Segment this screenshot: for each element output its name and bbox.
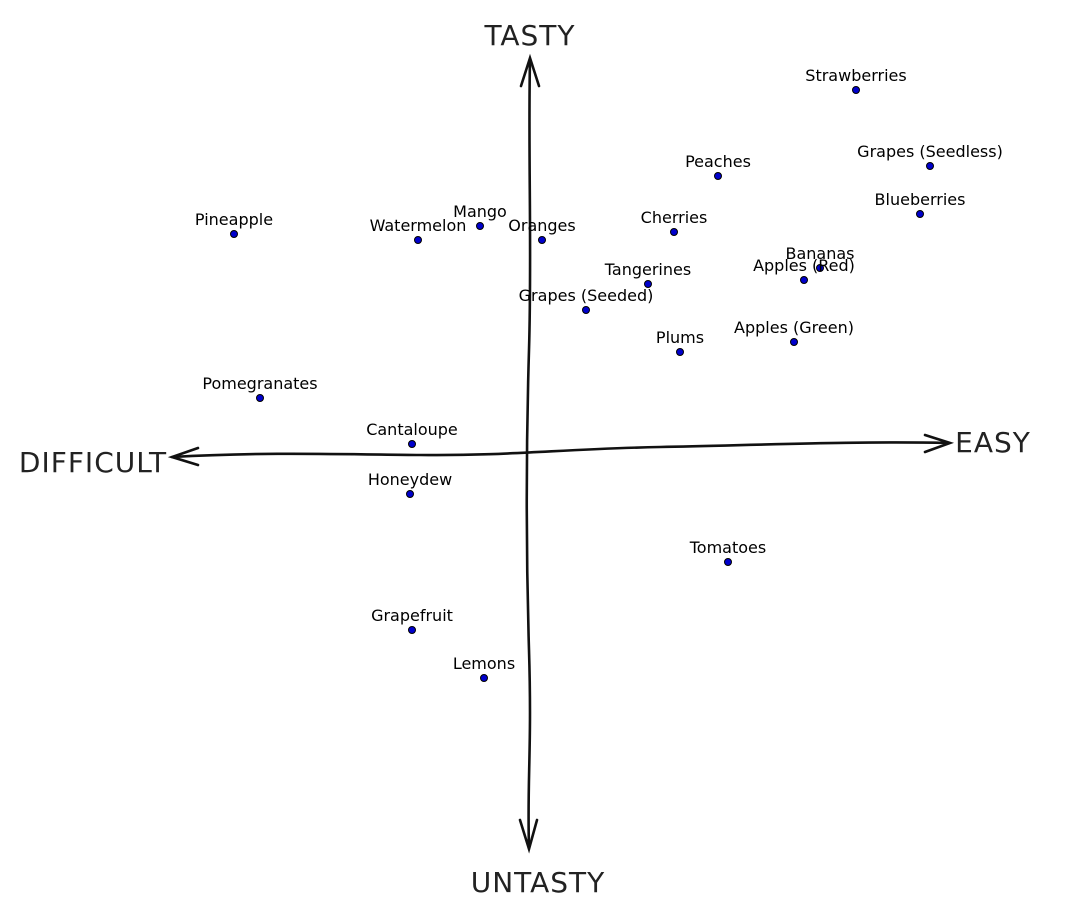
data-label: Honeydew	[368, 470, 452, 489]
data-label: Cherries	[641, 208, 708, 227]
data-label: Apples (Green)	[734, 318, 854, 337]
data-label: Blueberries	[875, 190, 966, 209]
arrow-left-icon	[167, 446, 200, 467]
data-label: Tomatoes	[689, 538, 766, 557]
data-point	[230, 230, 238, 238]
data-point	[676, 348, 684, 356]
data-point	[406, 490, 414, 498]
data-point	[480, 674, 488, 682]
axis-label-bottom: UNTASTY	[471, 866, 606, 899]
axes	[167, 53, 955, 854]
data-label: Plums	[656, 328, 704, 347]
data-point	[724, 558, 732, 566]
arrow-down-icon	[518, 818, 539, 854]
data-label: Grapes (Seedless)	[857, 142, 1003, 161]
data-label: Grapes (Seeded)	[519, 286, 654, 305]
data-label: Watermelon	[370, 216, 467, 235]
data-label: Lemons	[453, 654, 515, 673]
axis-label-right: EASY	[955, 426, 1031, 459]
data-point	[408, 440, 416, 448]
data-point	[582, 306, 590, 314]
data-point	[670, 228, 678, 236]
arrow-up-icon	[519, 53, 541, 88]
data-point	[816, 264, 824, 272]
data-label: Tangerines	[604, 260, 691, 279]
data-label: Cantaloupe	[366, 420, 458, 439]
data-label: Peaches	[685, 152, 751, 171]
x-axis-line	[170, 441, 950, 459]
data-point	[644, 280, 652, 288]
data-point	[926, 162, 934, 170]
axis-label-top: TASTY	[483, 19, 575, 52]
y-axis-line	[525, 58, 532, 850]
data-point	[476, 222, 484, 230]
data-point	[852, 86, 860, 94]
data-point	[256, 394, 264, 402]
data-point	[800, 276, 808, 284]
data-label: Pineapple	[195, 210, 273, 229]
data-point	[714, 172, 722, 180]
axis-label-left: DIFFICULT	[19, 446, 167, 479]
arrow-right-icon	[923, 433, 955, 454]
data-point	[414, 236, 422, 244]
data-label: Bananas	[785, 244, 854, 263]
data-point	[790, 338, 798, 346]
data-point	[538, 236, 546, 244]
data-label: Strawberries	[805, 66, 906, 85]
data-label: Pomegranates	[202, 374, 317, 393]
data-label: Oranges	[508, 216, 575, 235]
data-point	[916, 210, 924, 218]
data-label: Grapefruit	[371, 606, 453, 625]
data-label: Mango	[453, 202, 507, 221]
data-point	[408, 626, 416, 634]
data-label: Apples (Red)	[753, 256, 855, 275]
